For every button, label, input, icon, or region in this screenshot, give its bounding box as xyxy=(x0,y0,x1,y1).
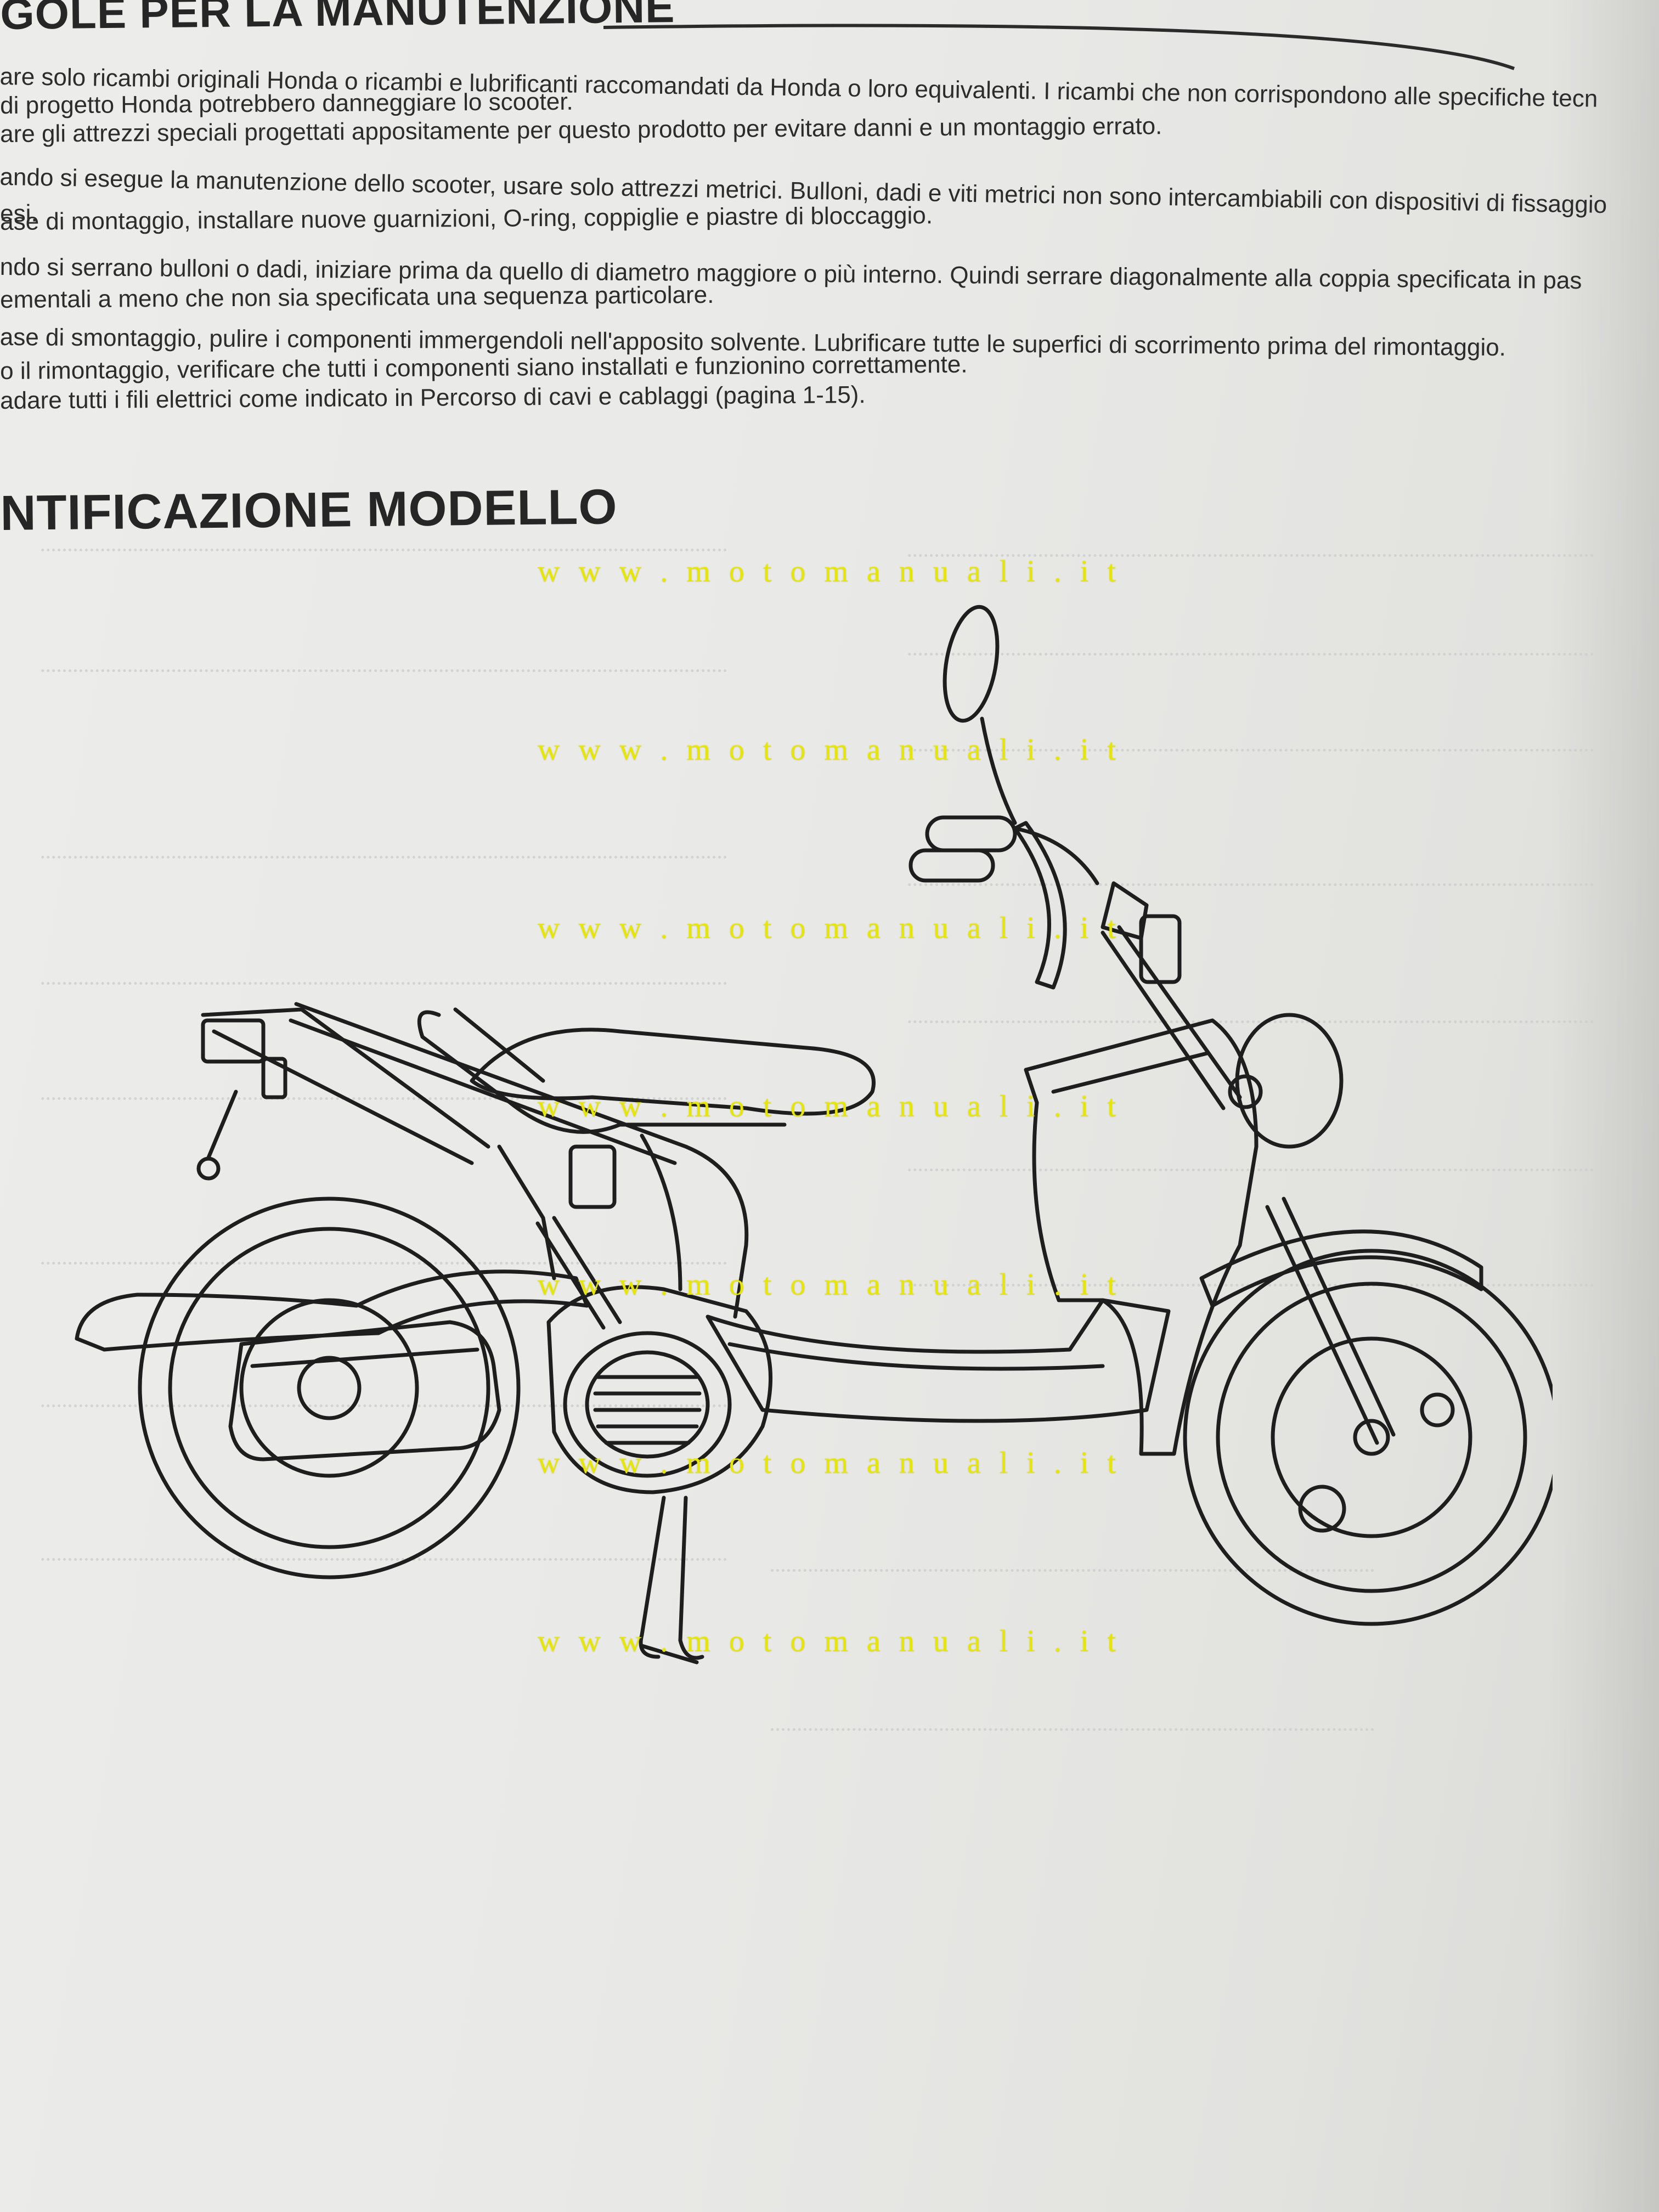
watermark-text: w w w . m o t o m a n u a l i . i t xyxy=(538,1090,1121,1124)
watermark-text: w w w . m o t o m a n u a l i . i t xyxy=(538,1268,1121,1302)
center-stand xyxy=(640,1496,688,1643)
watermark-text: w w w . m o t o m a n u a l i . i t xyxy=(538,733,1121,767)
muffler xyxy=(228,1320,501,1462)
section-title-model-identification: NTIFICAZIONE MODELLO xyxy=(0,479,618,541)
mirror xyxy=(943,605,1000,723)
watermark-text: w w w . m o t o m a n u a l i . i t xyxy=(538,1624,1121,1658)
front-wheel xyxy=(1183,1249,1553,1626)
rule-line: di progetto Honda potrebbero danneggiare… xyxy=(0,88,573,119)
headlight xyxy=(1235,1013,1344,1149)
engine xyxy=(546,1285,773,1494)
rule-line: ase di montaggio, installare nuove guarn… xyxy=(0,202,933,235)
tail-light xyxy=(201,1018,266,1064)
watermark-text: w w w . m o t o m a n u a l i . i t xyxy=(538,911,1121,945)
rule-line: o il rimontaggio, verificare che tutti i… xyxy=(0,351,968,385)
floorboard xyxy=(706,1298,1171,1423)
luggage-rack xyxy=(417,1010,787,1134)
page-curl-shadow xyxy=(1549,0,1659,2212)
seat xyxy=(470,1028,876,1116)
page-corner-curve xyxy=(603,24,1515,70)
rule-line: ementali a meno che non sia specificata … xyxy=(0,281,714,313)
watermark-text: w w w . m o t o m a n u a l i . i t xyxy=(538,555,1121,589)
watermark-text: w w w . m o t o m a n u a l i . i t xyxy=(538,1446,1121,1480)
maintenance-rules-list: are solo ricambi originali Honda o ricam… xyxy=(0,0,1659,439)
rear-wheel xyxy=(138,1197,521,1579)
front-body-panel xyxy=(1024,1018,1259,1456)
rule-line: adare tutti i fili elettrici come indica… xyxy=(0,381,866,414)
scooter-illustration xyxy=(75,605,1553,1664)
